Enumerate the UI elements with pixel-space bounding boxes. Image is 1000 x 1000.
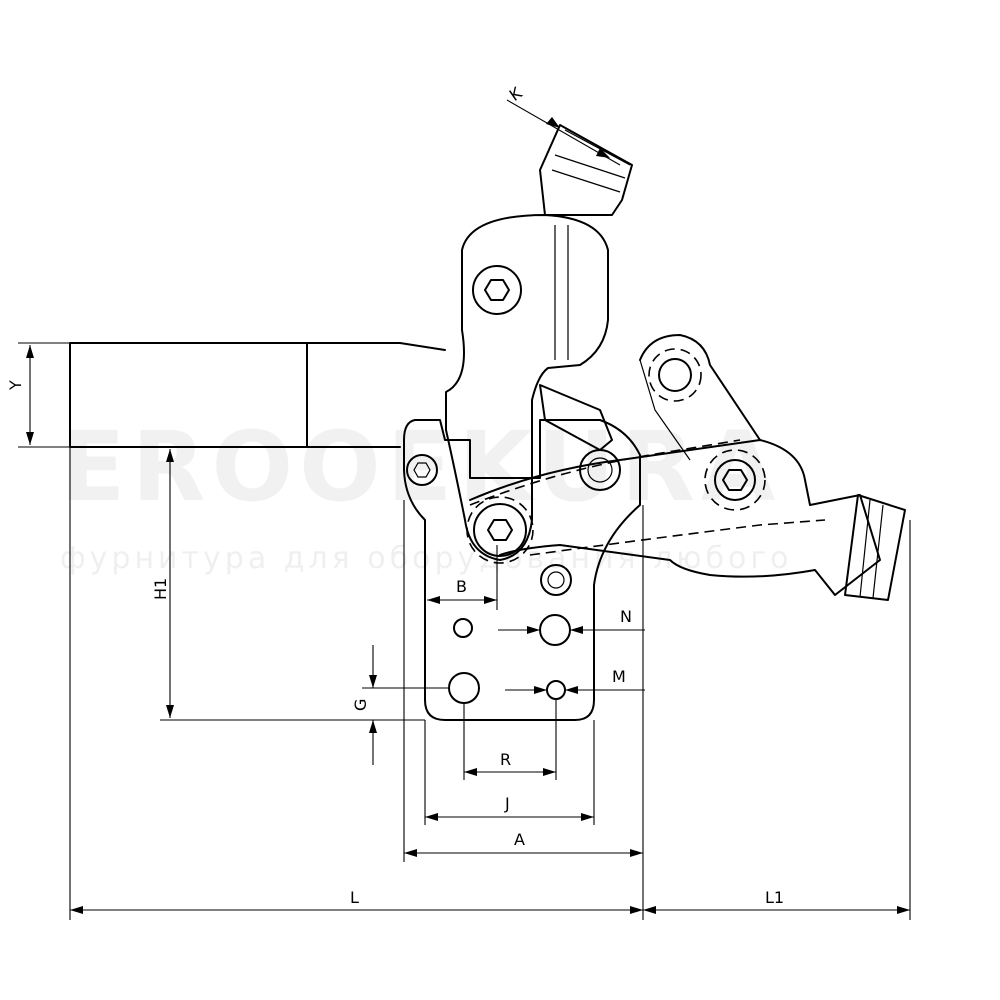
dim-l1-arrow-right [897,906,910,914]
lower-pivot-bolt [473,503,527,557]
spindle-pivot-bolt [714,459,756,501]
dim-m-arrow-left [534,686,547,694]
dim-n-arrow-left [527,626,540,634]
ghost-pivot-arm-edge [639,359,691,461]
dim-y-arrow-bottom [26,432,34,445]
dim-g-arrow-top [369,675,377,688]
ghost-pivot-ring [648,348,702,402]
spindle-tip [844,494,906,601]
lower-pivot-ghost [466,496,534,564]
handle-grip [539,124,633,216]
dim-r-label: R [500,750,511,769]
dim-j-arrow-left [425,813,438,821]
mount-hole-small-right [546,680,566,700]
dim-a-arrow-right [630,849,643,857]
body-bolt-inner [547,571,565,589]
dim-l-arrow-left [70,906,83,914]
upper-pivot-hex-icon [484,279,510,301]
dim-g-label: G [351,699,370,711]
dim-l1-label: L1 [765,888,784,907]
base-plate [403,419,641,721]
dim-r-arrow-left [464,768,477,776]
lower-pivot-hex-icon [487,519,513,541]
dim-b-label: B [456,577,467,596]
dim-a-label: A [514,830,525,849]
dim-h1-arrow-bottom [166,705,174,718]
connecting-link [539,384,613,451]
dim-h1-arrow-top [166,449,174,462]
dim-y-label: Y [6,380,25,391]
dimensions: K Y H1 B N M [6,83,911,920]
handle-arm [445,214,609,561]
dim-j-arrow-right [581,813,594,821]
handle-inner-groove [554,225,569,360]
body-bolt [540,564,572,596]
base-right-bolt-inner [587,457,613,483]
fasteners [406,265,766,704]
spindle-tip-lines [859,499,884,599]
spindle-arm-open-position [469,439,741,506]
watermark-brand: EROOEKURA [60,411,781,523]
dim-n-label: N [620,607,632,626]
dim-m-label: M [612,667,626,686]
base-left-bolt [406,454,438,486]
dim-l-arrow-right [630,906,643,914]
dim-r-arrow-right [543,768,556,776]
ghost-pivot-arm [639,334,761,441]
base-right-bolt [579,449,621,491]
spindle-pivot-ring [704,449,766,511]
base-left-hex-icon [413,462,431,478]
dim-m-arrow-right [565,686,578,694]
ghost-pivot-bolt [658,358,692,392]
spindle-arm-open-lower [529,519,826,556]
spindle-pivot-hex-icon [722,469,748,491]
dim-b-arrow-left [427,596,440,604]
mount-hole-large-right [539,614,571,646]
dim-g-arrow-bottom [369,720,377,733]
dim-b-arrow-right [484,596,497,604]
clamp-body [69,124,906,721]
handle-grip-lines [551,129,631,193]
dim-l-label: L [350,888,359,907]
upper-pivot-bolt [472,265,522,315]
dim-k-arrow2 [596,148,610,158]
dim-n-arrow-right [570,626,583,634]
dim-k-label: K [506,83,526,105]
dim-l1-arrow-left [643,906,656,914]
dim-y-arrow-top [26,345,34,358]
mount-hole-large-left [448,672,480,704]
dim-h1-label: H1 [151,578,170,600]
dim-j-label: J [504,794,510,813]
dim-a-arrow-left [404,849,417,857]
dim-k-arrow [546,117,560,128]
spindle-arm [469,439,881,596]
mount-hole-small-left [453,618,473,638]
